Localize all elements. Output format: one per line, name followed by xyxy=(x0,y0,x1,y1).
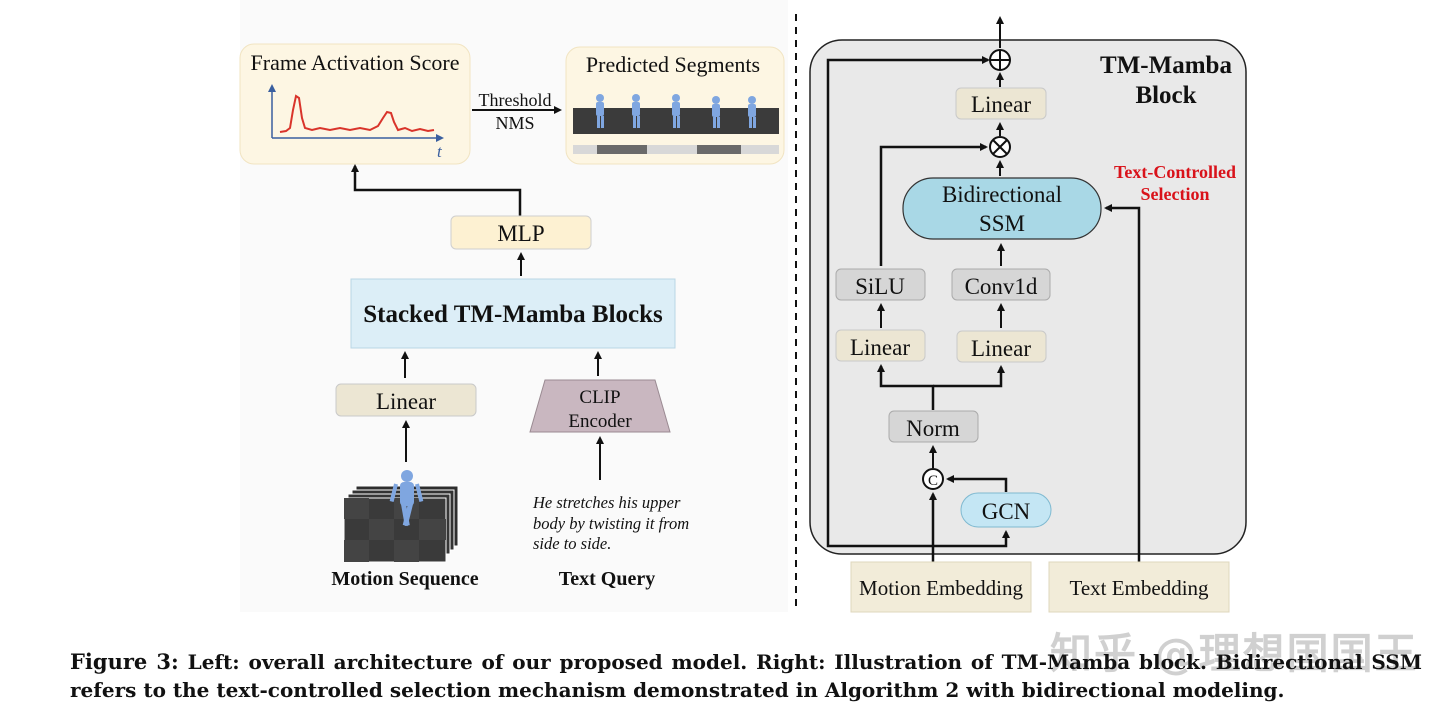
text-query-line-2: body by twisting it from xyxy=(533,514,689,533)
residual-connection xyxy=(826,56,990,548)
architecture-diagram: Frame Activation Score t Threshold NMS P… xyxy=(239,14,1247,613)
motion-sequence-label: Motion Sequence xyxy=(331,568,478,590)
motion-sequence-image xyxy=(343,470,459,563)
stacked-blocks-label: Stacked TM-Mamba Blocks xyxy=(363,301,663,328)
motion-embedding-label: Motion Embedding xyxy=(859,576,1023,600)
mlp-label: MLP xyxy=(497,221,544,246)
text-embedding-box xyxy=(1048,561,1230,613)
right-linear-right-label: Linear xyxy=(971,336,1031,361)
segment-timeline xyxy=(573,145,779,154)
text-query-label: Text Query xyxy=(559,568,655,590)
figure-label: Figure 3: xyxy=(70,649,179,674)
norm-to-right-linear xyxy=(933,365,1005,388)
block-title-line-1: TM-Mamba xyxy=(1100,52,1232,79)
conv1d-box xyxy=(951,268,1051,301)
frame-activation-label: Frame Activation Score xyxy=(251,50,460,75)
motion-to-gcn-arrow xyxy=(933,530,1010,548)
mlp-to-score-arrow xyxy=(351,164,522,216)
watermark: 知乎 @理想国国王 xyxy=(1050,629,1419,678)
predicted-segments-box: Predicted Segments xyxy=(565,46,785,165)
add-operator-icon xyxy=(989,49,1011,71)
caption-text: Left: overall architecture of our propos… xyxy=(70,650,1422,702)
bidir-line-1: Bidirectional xyxy=(942,182,1062,207)
stacked-blocks-box xyxy=(350,278,676,349)
text-controlled-line-1: Text-Controlled xyxy=(1114,162,1236,182)
bidir-line-2: SSM xyxy=(979,211,1025,236)
text-controlled-line-2: Selection xyxy=(1141,184,1210,204)
bidirectional-ssm-box xyxy=(902,177,1102,240)
text-embedding-label: Text Embedding xyxy=(1069,576,1209,600)
segment-figures xyxy=(596,94,756,128)
right-linear-left-box xyxy=(835,329,926,362)
text-query-line-3: side to side. xyxy=(533,534,611,553)
axis-t-label: t xyxy=(437,142,443,161)
left-linear-label: Linear xyxy=(376,389,436,414)
mlp-box xyxy=(450,215,592,250)
conv1d-label: Conv1d xyxy=(965,274,1038,299)
norm-box xyxy=(888,410,979,443)
silu-gate-path xyxy=(879,143,988,266)
norm-label: Norm xyxy=(906,416,960,441)
block-title-line-2: Block xyxy=(1135,82,1196,109)
threshold-label: Threshold xyxy=(479,90,552,110)
text-query-line-1: He stretches his upper xyxy=(532,493,681,512)
concat-operator-icon xyxy=(922,468,944,490)
right-linear-right-box xyxy=(956,330,1047,363)
segment-highlight-2 xyxy=(697,145,741,154)
norm-to-left-linear xyxy=(877,364,935,410)
clip-line-1: CLIP xyxy=(579,387,620,408)
nms-label: NMS xyxy=(495,113,534,133)
left-linear-box xyxy=(335,383,477,417)
gcn-box xyxy=(960,492,1052,528)
silu-label: SiLU xyxy=(855,274,905,299)
activation-curve xyxy=(279,94,435,133)
gcn-to-concat-arrow xyxy=(946,475,1008,492)
predicted-segments-label: Predicted Segments xyxy=(586,52,760,77)
clip-encoder-box xyxy=(529,379,671,433)
top-linear-label: Linear xyxy=(971,92,1031,117)
gcn-label: GCN xyxy=(982,499,1031,524)
figure-caption: Figure 3: Left: overall architecture of … xyxy=(70,648,1422,704)
top-linear-box xyxy=(955,87,1047,120)
text-embedding-path xyxy=(1104,204,1141,562)
segment-highlight-1 xyxy=(597,145,647,154)
right-linear-left-label: Linear xyxy=(850,335,910,360)
silu-box xyxy=(835,268,926,301)
clip-line-2: Encoder xyxy=(568,411,632,432)
multiply-operator-icon xyxy=(989,136,1011,158)
motion-embedding-box xyxy=(850,561,1032,613)
concat-symbol: C xyxy=(928,473,938,489)
frame-activation-score-box: Frame Activation Score t xyxy=(239,43,471,165)
